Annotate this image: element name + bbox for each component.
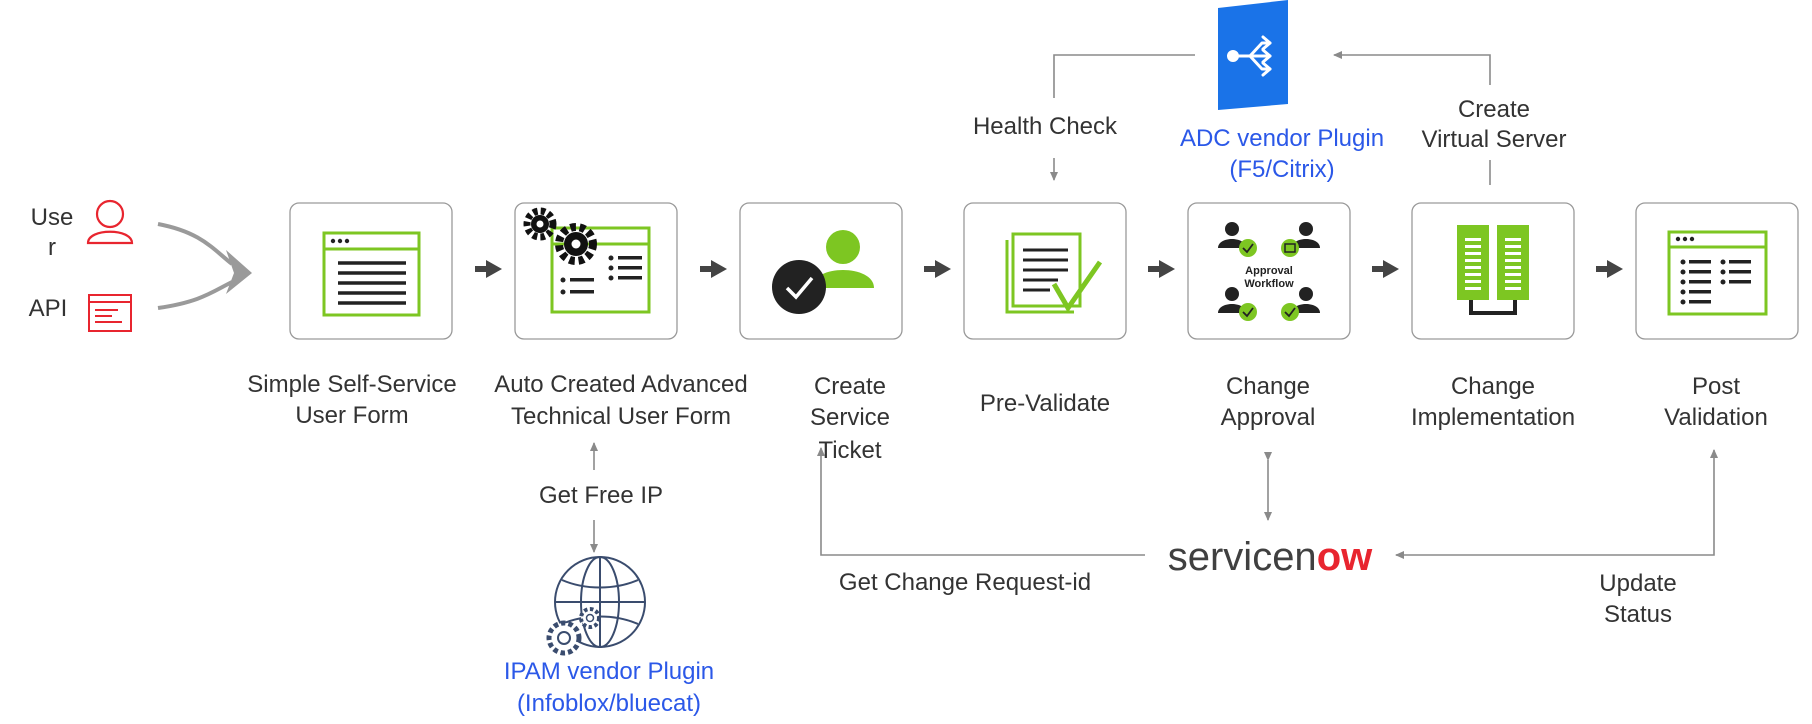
step-label-ticket-line2: Service: [810, 404, 890, 431]
step-label-ticket-line1: Create: [814, 373, 886, 400]
server-racks-icon: [1457, 225, 1529, 315]
user-icon: [86, 199, 134, 245]
flow-arrows: [475, 260, 1623, 278]
approval-workflow-text-line1: Approval: [1245, 265, 1293, 277]
step-label-approval-line1: Change: [1226, 373, 1310, 400]
servicenow-logo-part2: w: [1340, 535, 1373, 579]
flow-arrow-2: [700, 260, 727, 278]
flow-arrow-6: [1596, 260, 1623, 278]
step-box-technical-form: [514, 202, 678, 340]
adc-plugin-label-line1: ADC vendor Plugin: [1180, 125, 1384, 152]
api-input: API: [29, 294, 132, 332]
adc-plugin-label-line2: (F5/Citrix): [1229, 156, 1334, 183]
step-label-approval-line2: Approval: [1221, 404, 1316, 431]
step-label-implementation-line1: Change: [1451, 373, 1535, 400]
flow-arrow-3: [924, 260, 951, 278]
step-label-implementation-line2: Implementation: [1411, 404, 1575, 431]
approval-people-icon: [1218, 222, 1320, 313]
flow-arrow-1: [475, 260, 502, 278]
create-virtual-server-label-line1: Create: [1458, 96, 1530, 123]
input-arrowhead: [226, 250, 252, 294]
checklist-icon: [1005, 232, 1103, 314]
update-status-connector: [1400, 449, 1718, 556]
api-window-icon: [88, 294, 132, 332]
step-label-post-line1: Post: [1692, 373, 1740, 400]
update-status-label-line1: Update: [1599, 570, 1676, 597]
create-virtual-server-label-line2: Virtual Server: [1422, 126, 1567, 153]
gears-icon: [523, 207, 597, 265]
servicenow-logo: servicenow: [1168, 535, 1373, 579]
ipam-plugin-label-line2: (Infoblox/bluecat): [517, 690, 701, 717]
get-free-ip-label: Get Free IP: [539, 482, 663, 509]
step-box-post-validation: [1635, 202, 1799, 340]
api-label: API: [29, 295, 68, 322]
approval-check-icons: [1239, 239, 1299, 321]
flow-arrow-5: [1372, 260, 1399, 278]
servicenow-logo-part1: servicen: [1168, 535, 1317, 579]
ipam-plugin-label-line1: IPAM vendor Plugin: [504, 658, 714, 685]
step-label-ticket-line3: Ticket: [818, 437, 881, 464]
ticket-person-icon: [772, 230, 874, 314]
step-box-service-ticket: [739, 202, 903, 340]
step-label-self-service-line2: User Form: [295, 402, 408, 429]
user-label-line1: Use: [31, 204, 74, 231]
create-virtual-server-connector: [1333, 51, 1491, 85]
step-label-technical-line1: Auto Created Advanced: [494, 371, 748, 398]
update-status-label-line2: Status: [1604, 601, 1672, 628]
change-request-connector: [817, 447, 1145, 556]
step-label-pre-validate: Pre-Validate: [980, 390, 1110, 417]
globe-gear-icon: [546, 556, 646, 656]
step-label-post-line2: Validation: [1664, 404, 1768, 431]
servicenow-logo-o: o: [1317, 535, 1341, 579]
input-curved-arrows: [157, 222, 234, 310]
post-form-window-icon: [1667, 230, 1768, 316]
step-box-change-approval: Approval Workflow: [1187, 202, 1351, 340]
step-box-change-implementation: [1411, 202, 1575, 340]
get-change-request-label: Get Change Request-id: [839, 569, 1091, 596]
step-label-self-service-line1: Simple Self-Service: [247, 371, 456, 398]
step-box-pre-validate: [963, 202, 1127, 340]
approval-workflow-text-line2: Workflow: [1244, 278, 1294, 290]
user-input: Use r: [31, 199, 134, 261]
health-check-connector: [1053, 54, 1195, 98]
flow-arrow-4: [1148, 260, 1175, 278]
adc-plugin-icon: [1218, 0, 1288, 110]
step-label-technical-line2: Technical User Form: [511, 403, 731, 430]
user-label-line2: r: [48, 234, 56, 261]
step-box-self-service-form: [289, 202, 453, 340]
form-window-icon: [322, 231, 421, 317]
health-check-label: Health Check: [973, 113, 1118, 140]
